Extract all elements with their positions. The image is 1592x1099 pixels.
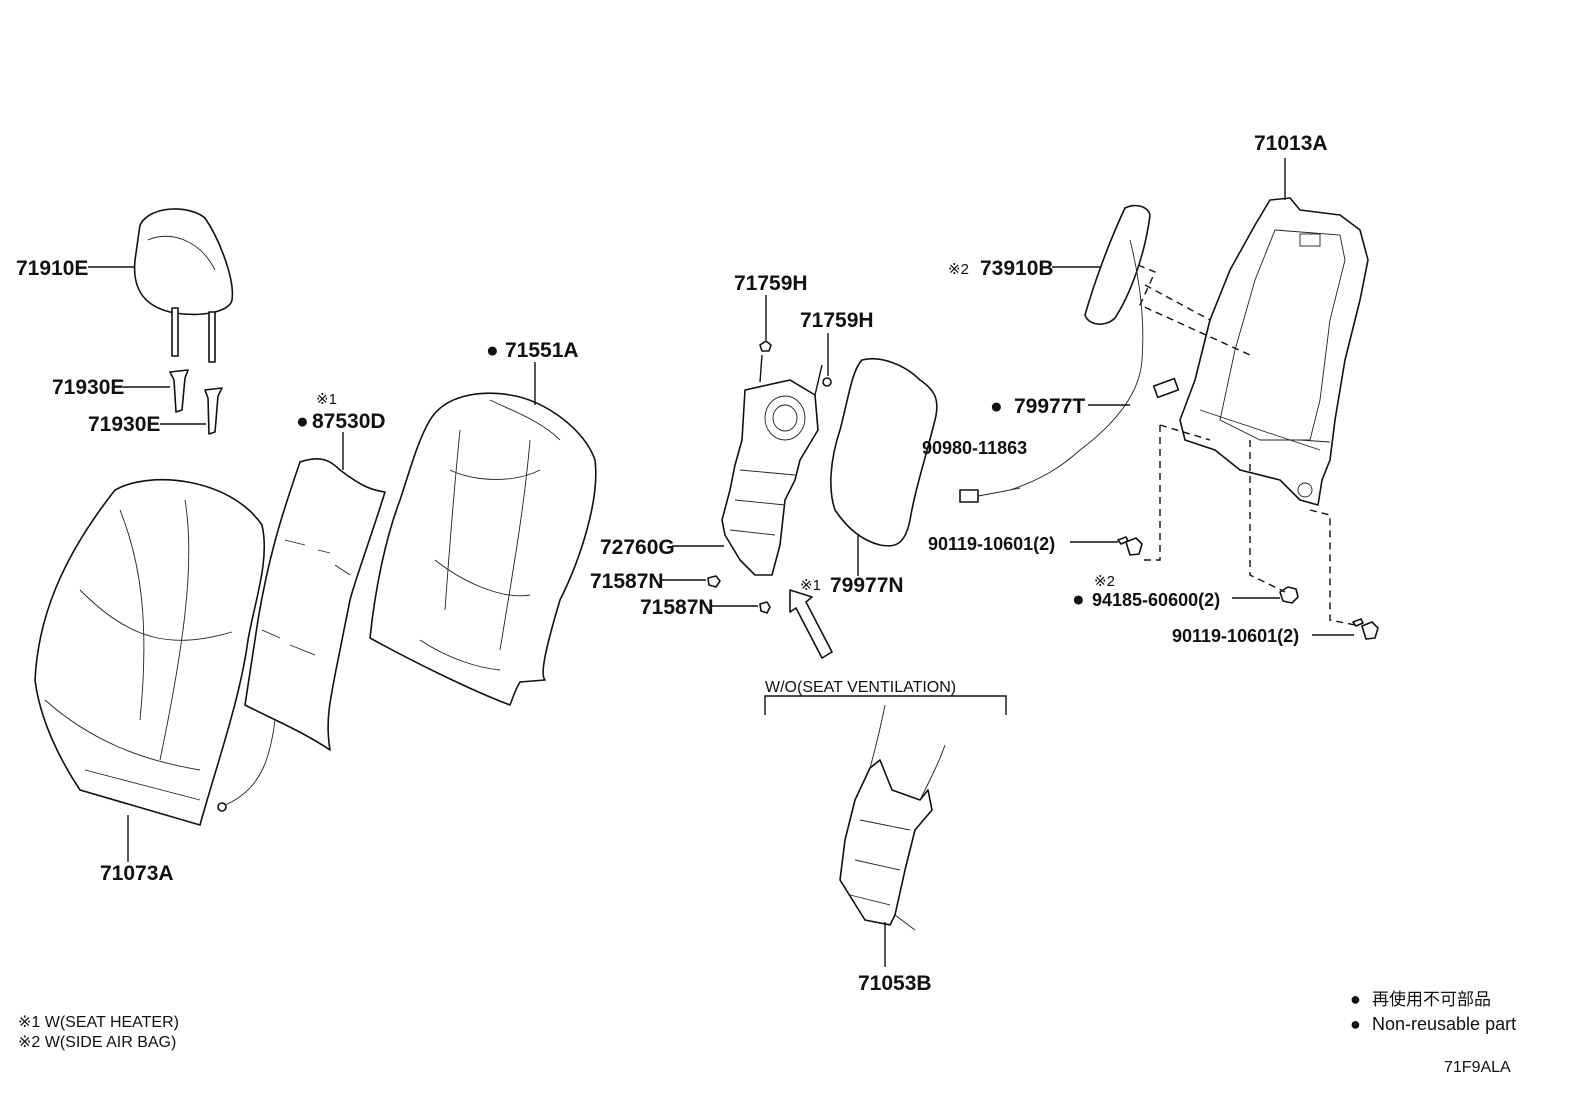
vent-unit-illustration [721,354,823,576]
label-clip-bottom-a: 71587N [590,570,664,593]
clip-illustrations [707,340,832,614]
footnote-seat-heater: ※1 W(SEAT HEATER) [18,1014,179,1031]
note-marker: ※2 [1094,573,1115,590]
headrest-support-illustration [169,369,223,435]
label-clip-top-a: 71759H [734,272,808,295]
seat-frame-illustration [1179,197,1369,506]
direction-arrow [789,589,833,659]
legend-english: Non-reusable part [1372,1014,1516,1034]
seat-cover-illustration [369,392,597,706]
legend-japanese: 再使用不可部品 [1372,989,1491,1009]
legend-mark: ● [1350,989,1361,1009]
dashed-reference-lines [1137,264,1356,626]
label-heater: 87530D [312,410,386,433]
label-frame: 71013A [1254,132,1328,155]
note-marker: ※2 [948,261,969,278]
label-seat-cover: 71551A [505,339,579,362]
wo-section-title: W/O(SEAT VENTILATION) [765,679,956,696]
headrest-illustration [133,208,234,363]
label-bolt-a: 90119-10601(2) [928,534,1055,554]
leader-lines [88,158,1354,967]
label-airbag: 73910B [980,257,1054,280]
side-airbag-illustration [1009,204,1180,491]
label-connector: 90980-11863 [922,438,1027,458]
nonreusable-mark: ● [990,395,1003,418]
wo-ventilation-section [764,695,1007,931]
label-wire: 79977T [1014,395,1085,418]
seat-heater-illustration [217,458,386,812]
connector-illustration [959,487,1021,503]
label-clip-bottom-b: 71587N [640,596,714,619]
legend-mark: ● [1350,1014,1361,1034]
label-nut: 94185-60600(2) [1092,590,1220,610]
nonreusable-mark: ● [486,339,499,362]
label-seat-pad: 71073A [100,862,174,885]
label-vent-unit: 72760G [600,536,675,559]
note-marker: ※1 [316,391,337,408]
fastener-illustrations [1117,536,1379,640]
label-headrest-support-a: 71930E [52,376,124,399]
label-clip-top-b: 71759H [800,309,874,332]
label-vent-pad: 79977N [830,574,904,597]
note-marker: ※1 [800,577,821,594]
label-headrest-support-b: 71930E [88,413,160,436]
nonreusable-mark: ● [296,410,309,433]
nonreusable-mark: ● [1072,588,1085,611]
footnote-side-airbag: ※2 W(SIDE AIR BAG) [18,1034,176,1051]
label-frame-plate: 71053B [858,972,932,995]
seat-pad-illustration [34,478,266,826]
label-headrest: 71910E [16,257,88,280]
diagram-code: 71F9ALA [1444,1059,1511,1076]
vent-pad-illustration [830,357,938,547]
label-bolt-b: 90119-10601(2) [1172,626,1299,646]
